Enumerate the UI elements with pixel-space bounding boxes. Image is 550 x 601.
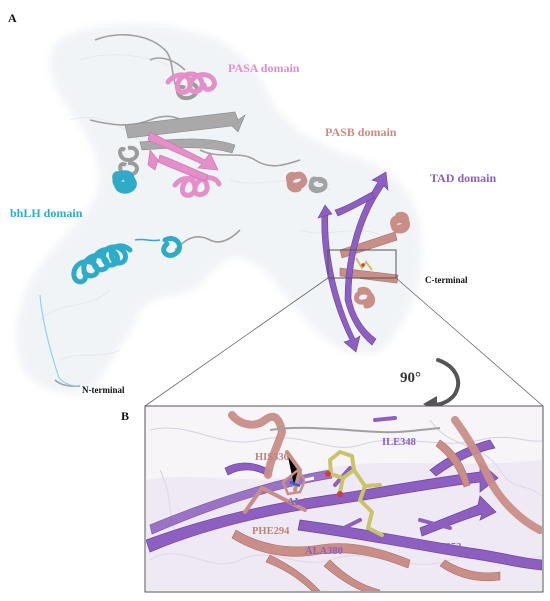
- panel-a: [17, 24, 544, 407]
- zoom-line-left: [144, 277, 329, 407]
- rotation-arrow-icon: [423, 358, 461, 412]
- his-ring: [281, 468, 315, 496]
- panel-b: [144, 405, 544, 593]
- label-tad-domain: TAD domain: [430, 171, 496, 185]
- ligand-site-a: [355, 257, 373, 271]
- label-pasa-domain: PASA domain: [228, 61, 300, 75]
- label-n-terminal: N-terminal: [82, 385, 125, 395]
- bhlh-domain: [39, 170, 182, 387]
- pasb-ribbons-b: [228, 411, 542, 591]
- grey-helix-pasb: [308, 176, 328, 193]
- panel-label-b: B: [121, 409, 129, 423]
- zoom-line-right: [395, 277, 544, 407]
- label-pasb-domain: PASB domain: [325, 125, 397, 139]
- zoom-box: [327, 249, 397, 279]
- ligand-oxygen-2: [337, 491, 343, 497]
- label-bhlh-domain: bhLH domain: [10, 206, 83, 220]
- label-his336: HIS336: [255, 452, 289, 463]
- panel-label-a: A: [8, 11, 17, 25]
- residue-sticks: [243, 416, 452, 532]
- ligand-oxygen-1: [325, 471, 331, 477]
- label-phe294: PHE294: [252, 526, 290, 537]
- label-leu352: LEU352: [424, 542, 461, 553]
- grey-loop-b: [269, 426, 441, 434]
- label-rotation: 90°: [400, 370, 421, 386]
- label-c-terminal: C-terminal: [425, 275, 468, 285]
- pasa-domain: [147, 71, 222, 198]
- label-ala380: ALA380: [305, 546, 343, 557]
- label-ala366: ALA366: [287, 497, 325, 508]
- label-ile348: ILE348: [382, 437, 416, 448]
